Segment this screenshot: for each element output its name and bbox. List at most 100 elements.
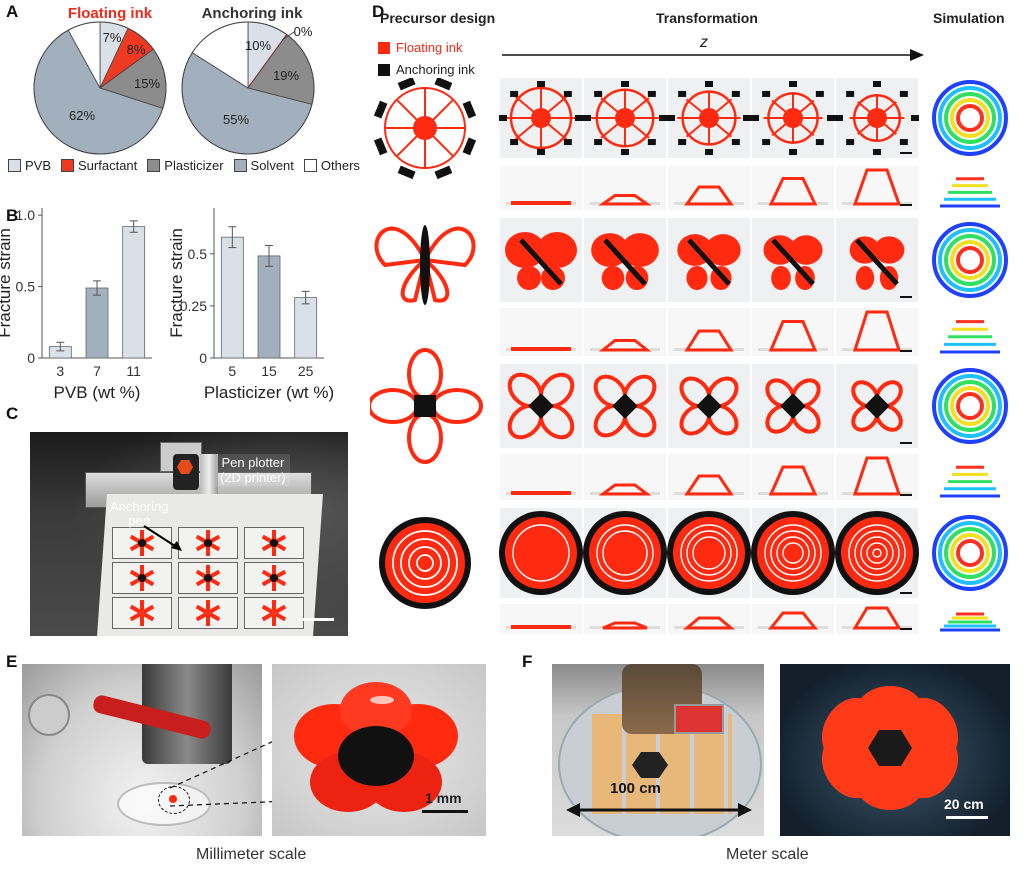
transform-frame-r3-c1: [584, 308, 666, 356]
simulation-r2: [932, 222, 1008, 298]
y-tick-label: 0.25: [180, 298, 207, 314]
transform-frame-r6-c0: [499, 508, 583, 598]
x-tick-label: 25: [298, 363, 314, 379]
legend-anchoring-ink: Anchoring ink: [378, 62, 475, 77]
printed-sample: [244, 562, 304, 594]
x-tick-label: 5: [228, 363, 236, 379]
pen-plotter-label: Pen plotter: [221, 455, 285, 470]
transform-frame-r1-c0: [500, 166, 582, 210]
y-tick-label: 1.0: [16, 207, 36, 223]
simulation-r0: [932, 80, 1008, 156]
pie-title-floating: Floating ink: [68, 5, 153, 22]
pie-floating-ink: 7% 8% 15% 62%: [33, 21, 167, 155]
pen-plotter-photo: Pen plotter (2D printer) Anchoring pen: [30, 432, 348, 636]
millimeter-setup-photo: [22, 664, 262, 836]
transform-frame-r1-c3: [752, 166, 834, 210]
x-tick-label: 11: [126, 363, 141, 379]
legend-label-surfactant: Surfactant: [78, 158, 138, 173]
panel-label-d: D: [372, 2, 385, 21]
legend-swatch-solvent: [233, 159, 247, 172]
scale-bar-f: [946, 816, 988, 819]
transform-frame-r4-c3: [752, 364, 834, 448]
precursor-design-heading: Precursor design: [380, 10, 496, 26]
x-tick-label: 3: [56, 363, 64, 379]
millimeter-caption: Millimeter scale: [196, 846, 307, 863]
pie-anchoring-ink: 10%0%19%55%: [181, 21, 315, 155]
x-axis-label: Plasticizer (wt %): [204, 383, 334, 402]
anchoring-pen-annotation: Anchoring pen: [110, 500, 169, 528]
simulation-r1: [940, 177, 1000, 208]
simulation-heading: Simulation: [933, 10, 1005, 26]
transform-frame-r4-c4: [836, 364, 918, 448]
y-axis-label: Fracture strain: [167, 228, 186, 338]
simulation-r3: [940, 320, 1000, 354]
transform-frame-r6-c4: [835, 508, 919, 598]
transform-frame-r5-c2: [668, 454, 750, 500]
anchoring-label: Anchoring: [110, 499, 169, 514]
transform-frame-r7-c2: [668, 604, 750, 634]
transform-frame-r1-c4: [836, 166, 918, 210]
bar: [85, 287, 109, 359]
legend-label-plasticizer: Plasticizer: [164, 158, 224, 173]
transform-frame-r0-c2: [667, 78, 751, 158]
z-axis-arrow: [502, 49, 924, 61]
panel-label-b: B: [6, 206, 19, 225]
transform-frame-r7-c4: [836, 604, 918, 634]
transform-frame-r5-c1: [584, 454, 666, 500]
panel-label-c: C: [6, 404, 19, 423]
bar: [257, 255, 281, 359]
transform-frame-r2-c2: [668, 218, 750, 302]
scale-bar-e: [422, 810, 468, 813]
transform-frame-r6-c2: [667, 508, 751, 598]
pie-value-label: 15%: [134, 76, 160, 91]
transform-frame-r5-c0: [500, 454, 582, 500]
millimeter-flower-photo: 1 mm: [272, 664, 486, 836]
y-tick-label: 0: [199, 350, 207, 366]
transform-frame-r3-c3: [752, 308, 834, 356]
scale-label-e: 1 mm: [425, 790, 462, 806]
simulation-r5: [940, 465, 1000, 498]
transform-frame-r6-c3: [751, 508, 835, 598]
transform-frame-r3-c0: [500, 308, 582, 356]
meter-flower-photo: 20 cm: [780, 664, 1010, 836]
y-axis-label: Fracture strain: [0, 228, 14, 338]
floating-ink-swatch: [378, 41, 390, 54]
legend-label-pvb: PVB: [25, 158, 52, 173]
pie-value-label: 55%: [223, 112, 249, 127]
transform-frame-r2-c1: [584, 218, 666, 302]
transform-frame-r6-c1: [583, 508, 667, 598]
pie-charts: Floating ink Anchoring ink 7% 8% 15% 62% 10…: [33, 5, 315, 155]
anchoring-ink-swatch: [378, 63, 390, 76]
legend-swatch-plasticizer: [147, 159, 161, 172]
printed-sample: [178, 527, 238, 559]
legend-label-others: Others: [320, 158, 360, 173]
pie-value-label: 10%: [245, 38, 271, 53]
legend-floating-ink: Floating ink: [378, 40, 462, 55]
transform-frame-r3-c4: [836, 308, 918, 356]
pie-title-anchoring: Anchoring ink: [202, 5, 303, 22]
precursor-circle: [379, 517, 471, 609]
printed-samples-grid: [112, 527, 312, 632]
transform-frame-r0-c3: [751, 78, 835, 158]
transform-frame-r7-c3: [752, 604, 834, 634]
transform-frame-r5-c3: [752, 454, 834, 500]
legend-swatch-pvb: [8, 159, 21, 172]
transform-frame-r3-c2: [668, 308, 750, 356]
panel-label-a: A: [6, 2, 19, 21]
plotter-annotation: Pen plotter (2D printer): [216, 454, 290, 486]
precursor-cross: [370, 348, 483, 464]
meter-caption: Meter scale: [726, 846, 809, 863]
pie-value-label: 7%: [103, 30, 122, 45]
transform-frame-r2-c0: [500, 218, 582, 302]
transformation-heading: Transformation: [656, 10, 758, 26]
pen-label: pen: [128, 513, 151, 528]
transform-frame-r2-c3: [752, 218, 834, 302]
pie-value-label: 62%: [69, 108, 95, 123]
pie-value-label: 8%: [127, 42, 146, 57]
transform-frame-r4-c1: [584, 364, 666, 448]
length-arrow: [566, 803, 752, 817]
x-tick-label: 15: [261, 363, 277, 379]
meter-setup-photo: 100 cm: [552, 664, 764, 836]
printed-sample: [244, 527, 304, 559]
floating-ink-label: Floating ink: [396, 40, 463, 55]
